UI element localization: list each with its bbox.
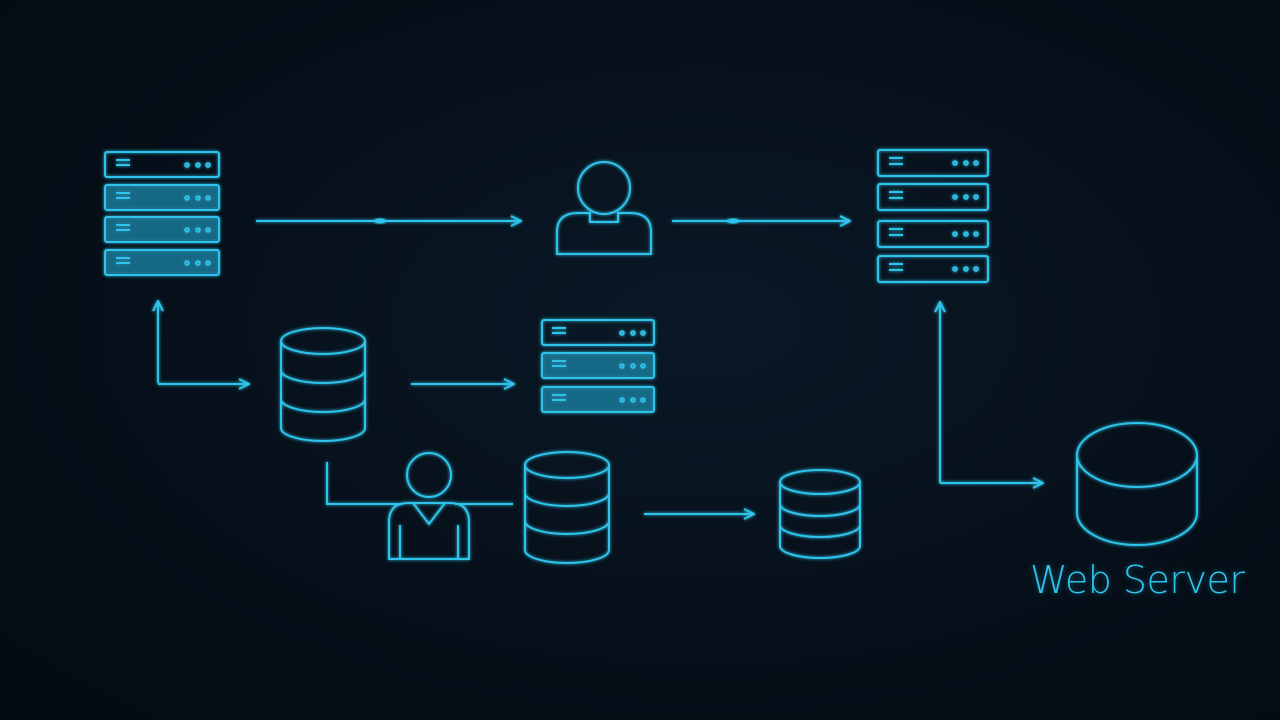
server-rack-icon: [877, 149, 989, 283]
signal-dot: [374, 218, 386, 224]
user-icon: [556, 161, 652, 255]
server-rack-icon: [541, 319, 655, 413]
web-server-label: Web Server: [1030, 558, 1245, 602]
connector-line: [326, 462, 403, 505]
server-rack-icon: [104, 151, 220, 276]
user-icon: [388, 452, 470, 560]
signal-dot: [727, 218, 739, 224]
database-icon: [280, 327, 366, 442]
database-icon: [779, 469, 861, 559]
web-server-database-icon: [1076, 422, 1198, 546]
database-icon: [524, 451, 610, 564]
